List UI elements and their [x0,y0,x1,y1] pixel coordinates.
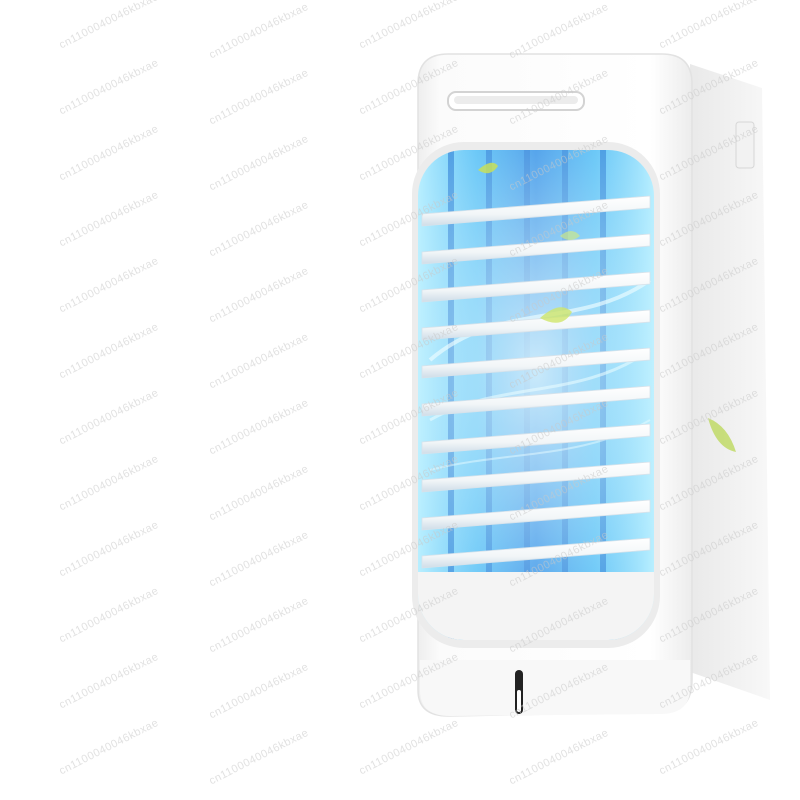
louver [421,309,651,341]
base-panel [420,660,690,716]
side-panel [690,64,770,700]
leaf-icon [540,307,572,323]
louver [421,233,651,265]
louver [421,271,651,303]
louver [421,499,651,531]
louver [421,385,651,417]
louver [421,195,651,227]
airflow-swirl [428,278,652,362]
leaf-icon [560,231,580,240]
vent-window [418,150,654,640]
louver [421,537,651,569]
leaf-icon [478,162,498,174]
louver [421,461,651,493]
leaf-icon [708,418,736,452]
louver-stack [421,195,651,569]
side-handle [735,121,755,169]
louver [421,347,651,379]
louver [421,423,651,455]
